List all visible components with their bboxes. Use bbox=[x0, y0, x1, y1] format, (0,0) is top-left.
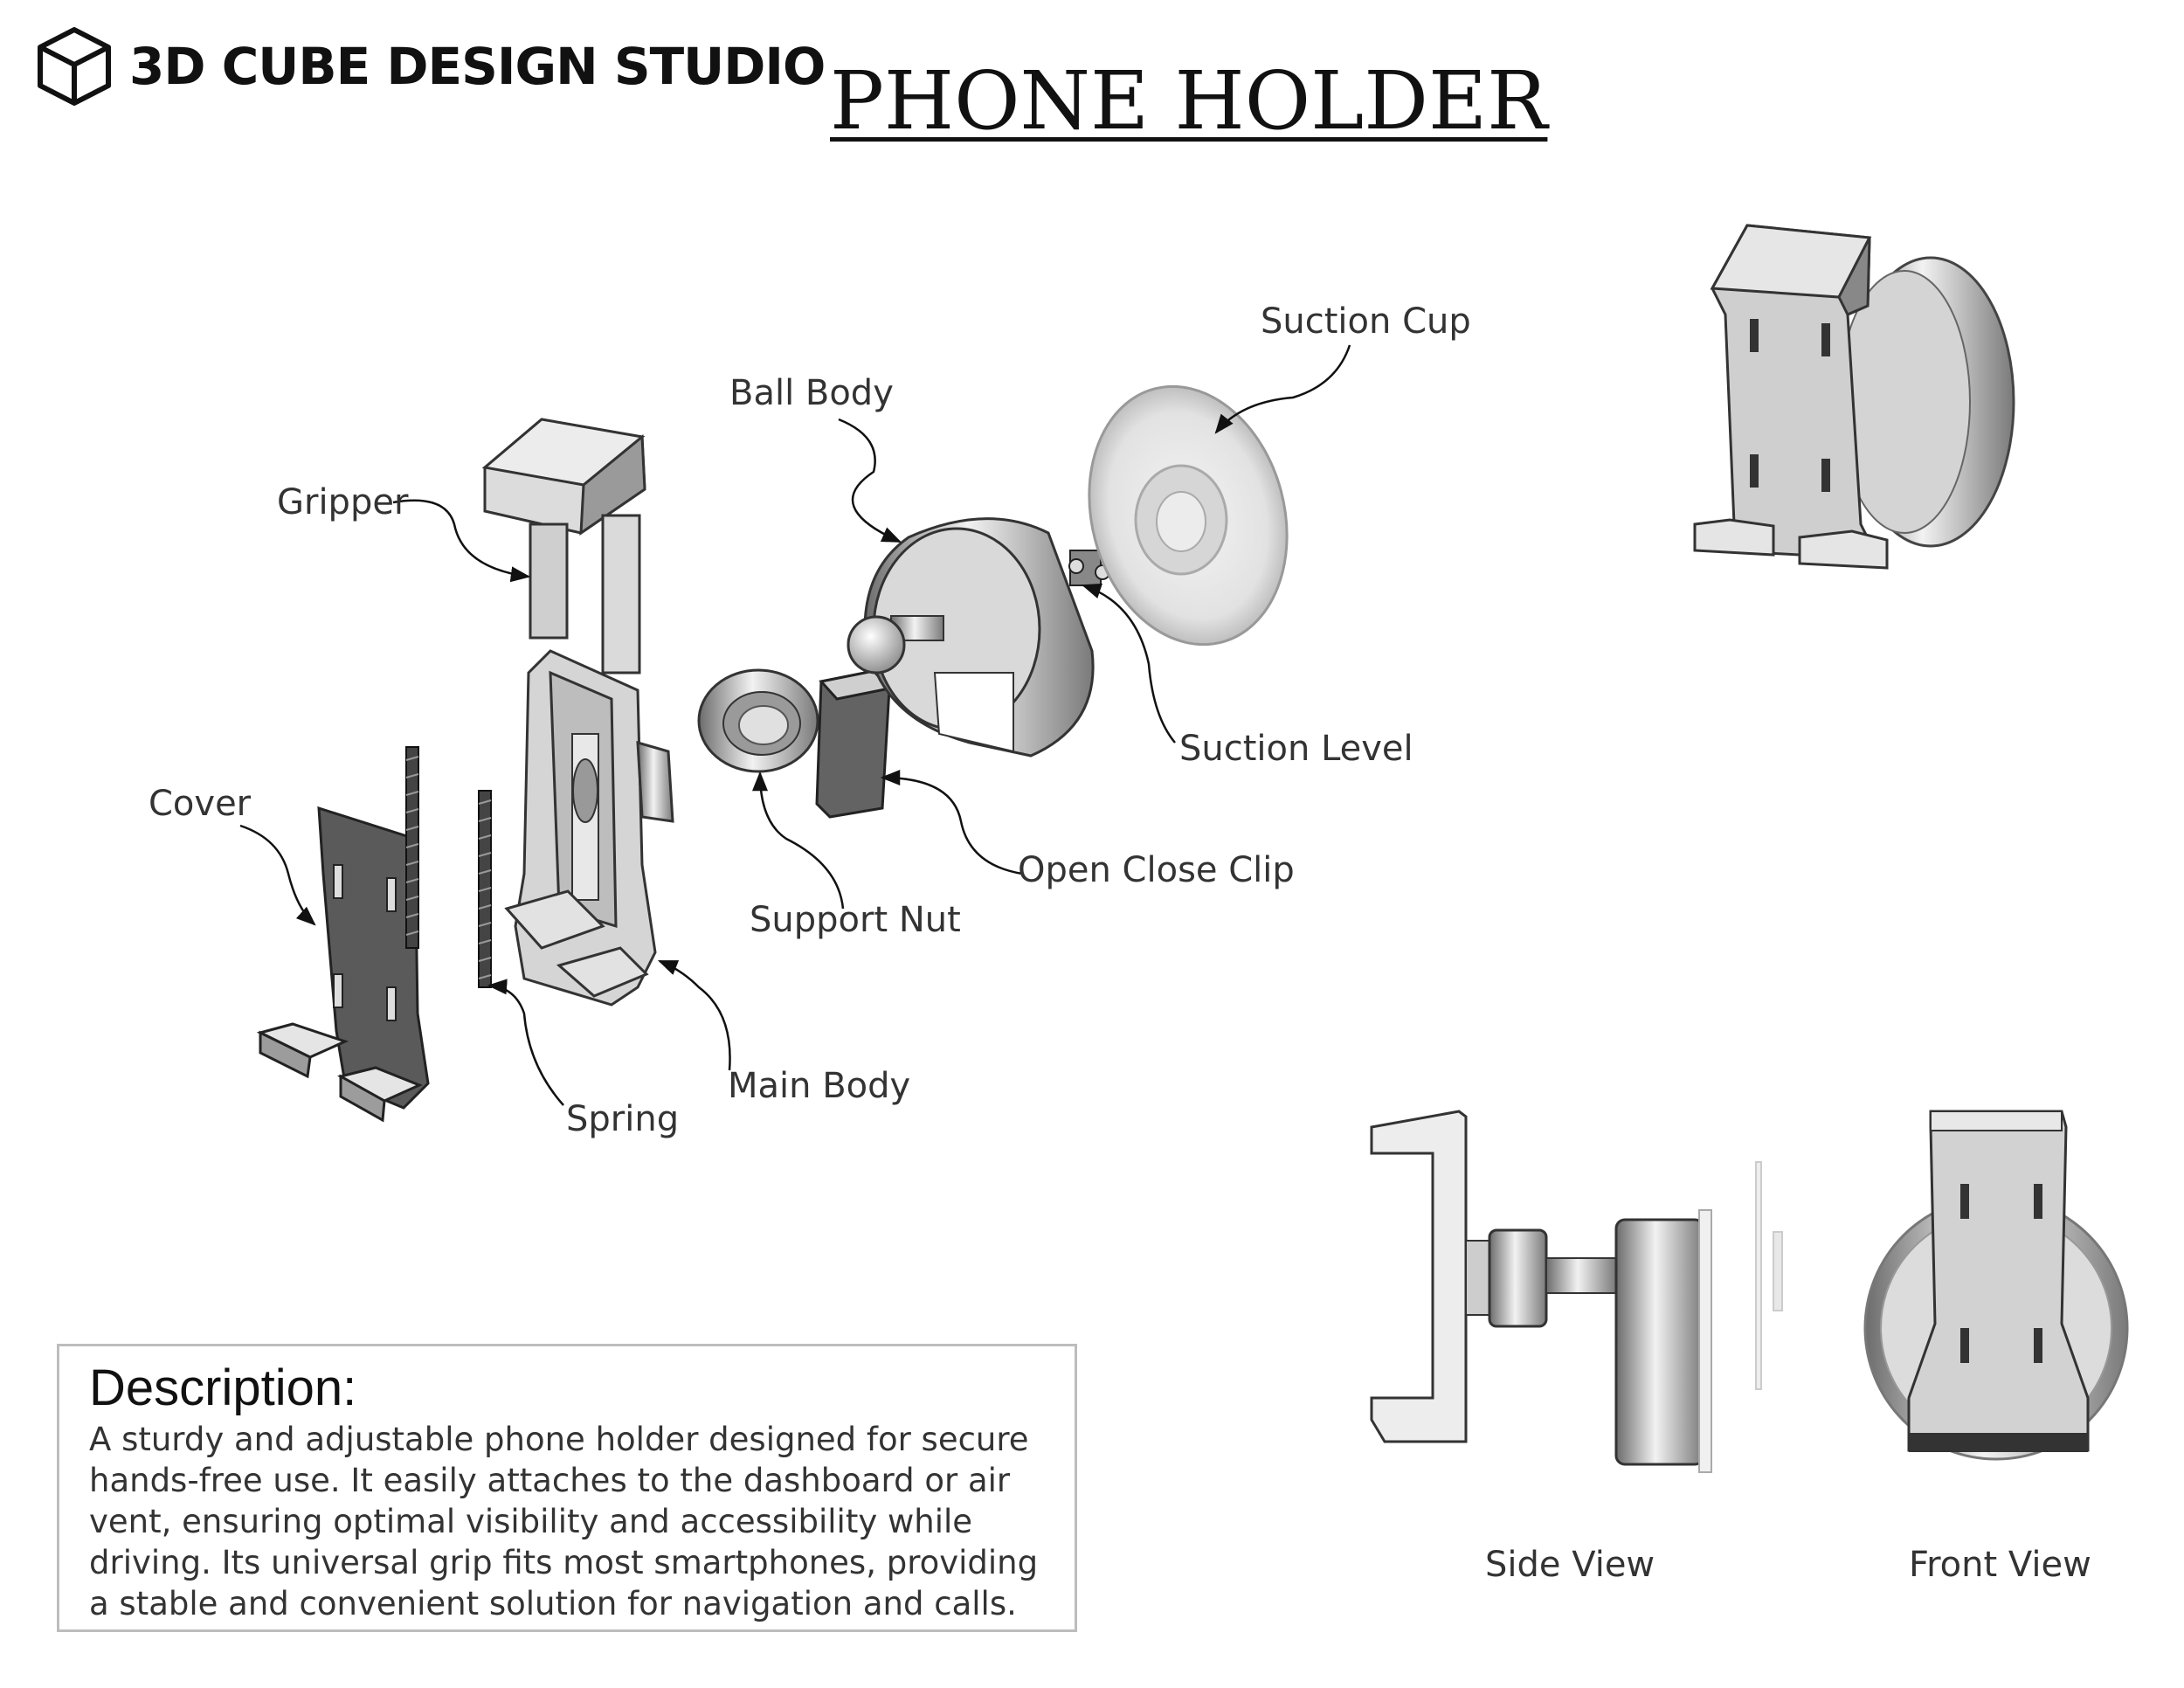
label-ball-body: Ball Body bbox=[729, 373, 894, 413]
description-body: A sturdy and adjustable phone holder des… bbox=[89, 1421, 1039, 1622]
cube-logo-icon bbox=[38, 27, 111, 106]
spring-part bbox=[405, 746, 492, 988]
label-spring: Spring bbox=[566, 1099, 680, 1139]
label-support-nut: Support Nut bbox=[750, 900, 961, 940]
suction-level-part bbox=[1068, 550, 1110, 586]
suction-cup-part bbox=[1088, 384, 1289, 647]
label-suction-level: Suction Level bbox=[1179, 729, 1413, 769]
label-side-view: Side View bbox=[1485, 1545, 1655, 1585]
main-body-part bbox=[504, 649, 674, 1007]
label-open-close-clip: Open Close Clip bbox=[1018, 850, 1295, 890]
gripper-part bbox=[481, 418, 646, 675]
brand-name: 3D CUBE DESIGN STUDIO bbox=[129, 37, 826, 96]
description-box: Description: A sturdy and adjustable pho… bbox=[57, 1344, 1077, 1632]
description-heading: Description: bbox=[89, 1359, 357, 1416]
page-title: PHONE HOLDER bbox=[830, 54, 1548, 148]
side-view bbox=[1370, 1110, 1783, 1473]
label-main-body: Main Body bbox=[728, 1066, 911, 1106]
open-close-clip-part bbox=[815, 669, 892, 819]
label-gripper: Gripper bbox=[277, 482, 409, 522]
cover-part bbox=[256, 806, 430, 1123]
label-suction-cup: Suction Cup bbox=[1261, 301, 1471, 342]
label-front-view: Front View bbox=[1909, 1545, 2091, 1585]
support-nut-part bbox=[697, 668, 819, 773]
front-view bbox=[1863, 1110, 2129, 1461]
label-cover: Cover bbox=[149, 784, 252, 824]
leader-lines bbox=[239, 344, 1351, 1106]
assembled-view bbox=[1693, 224, 2015, 570]
ball-body-part bbox=[847, 517, 1095, 758]
brand: 3D CUBE DESIGN STUDIO bbox=[35, 26, 826, 107]
